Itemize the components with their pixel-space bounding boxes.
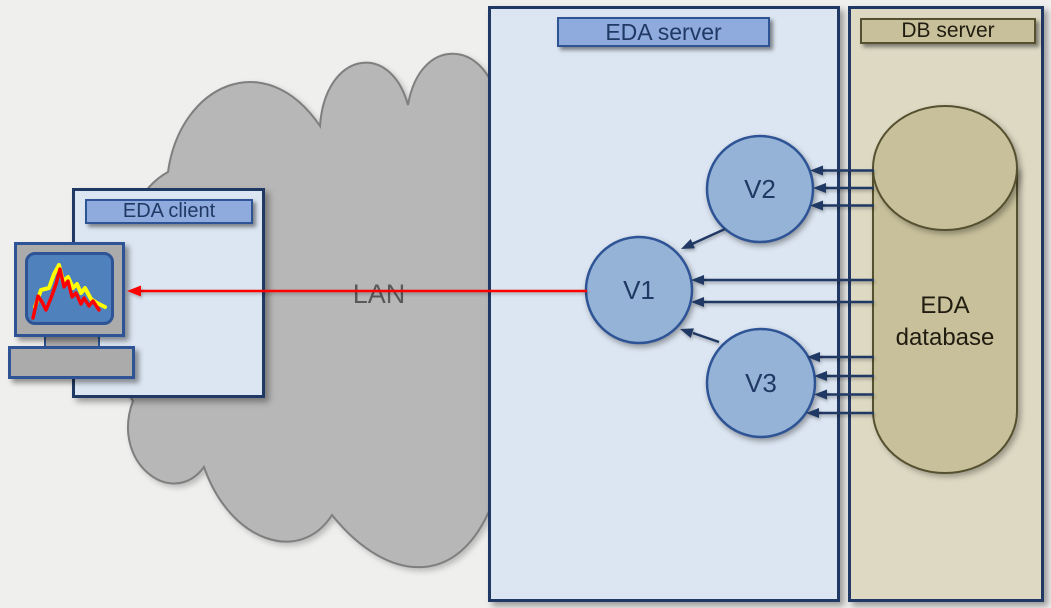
eda-server-label: EDA server <box>605 18 722 45</box>
eda-client-title-chip: EDA client <box>85 199 253 224</box>
eda-database-label-line1: EDA <box>920 292 970 319</box>
computer-base <box>8 346 135 379</box>
eda-server-title-chip: EDA server <box>557 17 770 47</box>
db-server-title-chip: DB server <box>860 18 1036 44</box>
db-server-label: DB server <box>901 19 995 42</box>
chart-yellow-line <box>33 263 107 309</box>
eda-client-label: EDA client <box>122 200 216 222</box>
lan-label: LAN <box>352 279 406 309</box>
eda-database-label: EDA database <box>873 290 1017 355</box>
chart-red-line <box>31 267 101 320</box>
monitor <box>14 242 125 337</box>
eda-database-label-line2: database <box>895 324 995 352</box>
monitor-screen <box>25 252 114 325</box>
screen-chart-icon <box>31 263 107 320</box>
eda-server-panel <box>488 6 840 602</box>
